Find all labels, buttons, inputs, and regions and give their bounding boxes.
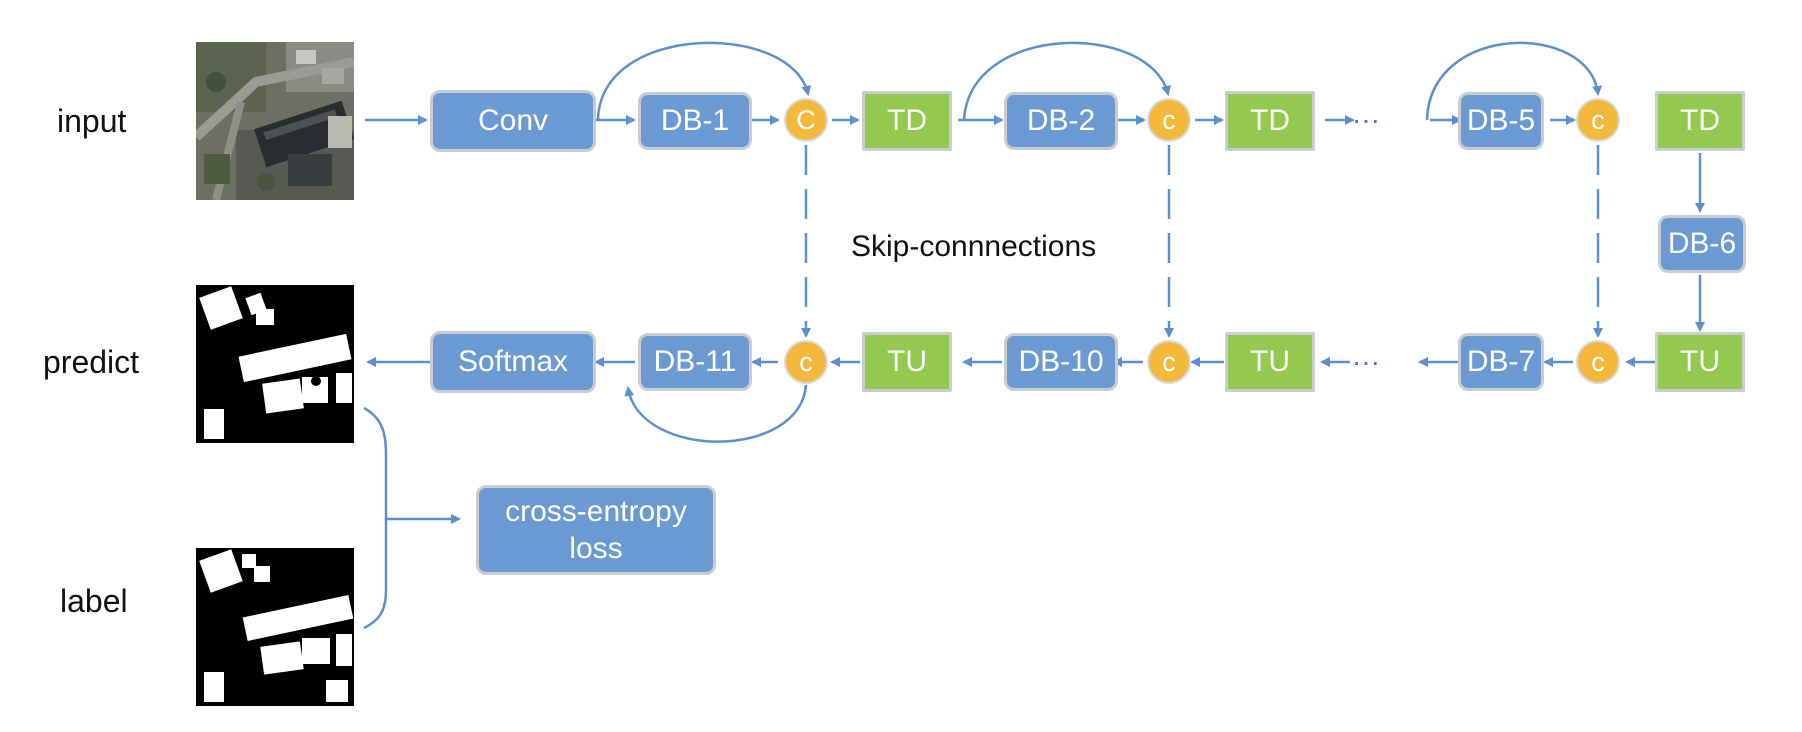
dense-block-10: DB-10 bbox=[1004, 333, 1118, 391]
transition-down-1: TD bbox=[862, 91, 952, 151]
dense-block-6: DB-6 bbox=[1658, 215, 1746, 273]
predict-label: predict bbox=[43, 344, 140, 380]
transition-up-1: TU bbox=[1655, 332, 1745, 392]
concat-node-4: c bbox=[1576, 340, 1620, 384]
predict-mask-image bbox=[196, 285, 354, 443]
dense-block-1: DB-1 bbox=[638, 92, 752, 150]
loss-line-1: cross-entropy bbox=[505, 494, 687, 528]
cross-entropy-loss-block: cross-entropy loss bbox=[476, 485, 716, 575]
concat-node-3: c bbox=[1576, 98, 1620, 142]
concat-node-1: C bbox=[784, 98, 828, 142]
conv-block: Conv bbox=[430, 90, 596, 152]
decoder-ellipsis: ··· bbox=[1352, 346, 1380, 377]
encoder-ellipsis: ··· bbox=[1352, 104, 1380, 135]
transition-down-2: TD bbox=[1225, 91, 1315, 151]
input-label: input bbox=[57, 103, 127, 139]
loss-line-2: loss bbox=[569, 532, 623, 565]
label-label: label bbox=[60, 583, 128, 619]
concat-node-5: c bbox=[1147, 340, 1191, 384]
input-aerial-image bbox=[196, 42, 354, 200]
dense-block-11: DB-11 bbox=[638, 333, 752, 391]
transition-down-3: TD bbox=[1655, 91, 1745, 151]
concat-node-6: c bbox=[784, 340, 828, 384]
dense-block-7: DB-7 bbox=[1458, 333, 1544, 391]
label-mask-image bbox=[196, 548, 354, 706]
dense-block-5: DB-5 bbox=[1458, 92, 1544, 150]
transition-up-3: TU bbox=[862, 332, 952, 392]
transition-up-2: TU bbox=[1225, 332, 1315, 392]
dense-block-2: DB-2 bbox=[1004, 92, 1118, 150]
concat-node-2: c bbox=[1147, 98, 1191, 142]
skip-connections-label: Skip-connnections bbox=[851, 230, 1097, 263]
softmax-block: Softmax bbox=[430, 331, 596, 393]
